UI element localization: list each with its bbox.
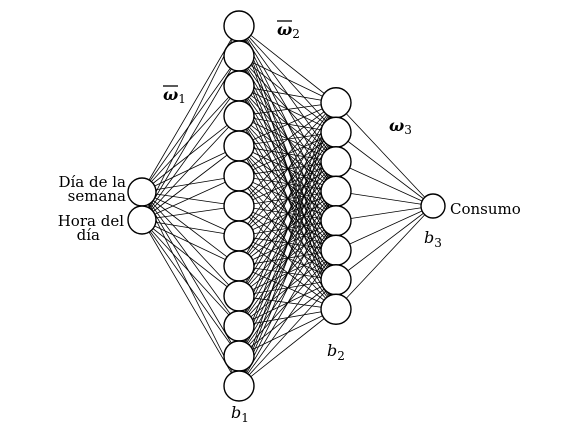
hidden2-node-1 xyxy=(320,87,352,119)
hidden1-node-3 xyxy=(223,70,255,102)
hidden1-node-13 xyxy=(223,370,255,402)
connection-l2-5-0 xyxy=(238,102,337,177)
connection-l1-1-5 xyxy=(141,175,240,221)
input-node-2 xyxy=(127,205,157,235)
connection-l3-4-0 xyxy=(335,205,434,222)
hidden1-node-6 xyxy=(223,160,255,192)
connection-l1-1-12 xyxy=(141,219,240,387)
bias-label-b1: b1 xyxy=(231,403,249,425)
hidden2-node-8 xyxy=(320,293,352,325)
hidden2-node-7 xyxy=(320,264,352,296)
connection-l1-0-11 xyxy=(141,191,240,357)
connection-l3-2-0 xyxy=(335,161,434,207)
connection-l1-0-5 xyxy=(141,175,240,193)
connection-l1-0-1 xyxy=(141,55,240,193)
svg-text:ω2: ω2 xyxy=(277,20,300,41)
connection-l3-0-0 xyxy=(335,102,434,207)
output-label: Consumo xyxy=(450,200,521,218)
connection-l2-4-0 xyxy=(238,102,337,147)
connection-l1-0-10 xyxy=(141,191,240,327)
svg-text:ω3: ω3 xyxy=(389,116,412,137)
connection-l1-1-2 xyxy=(141,85,240,221)
input-label-day-line2: semana xyxy=(68,187,126,205)
connection-l1-0-0 xyxy=(141,25,240,193)
hidden2-node-3 xyxy=(320,146,352,178)
connection-l2-9-0 xyxy=(238,102,337,297)
connection-l3-6-0 xyxy=(335,205,434,281)
svg-text:ω1: ω1 xyxy=(163,85,186,106)
hidden1-node-8 xyxy=(223,220,255,252)
connection-l3-1-0 xyxy=(335,131,434,207)
connection-l1-0-4 xyxy=(141,145,240,193)
connection-l1-1-1 xyxy=(141,55,240,221)
connection-l1-0-9 xyxy=(141,191,240,297)
hidden2-node-4 xyxy=(320,175,352,207)
weight-label-w3: ω3 xyxy=(389,116,412,137)
bias-label-b3: b3 xyxy=(424,228,442,250)
hidden1-node-12 xyxy=(223,340,255,372)
connection-l1-0-7 xyxy=(141,191,240,237)
connection-l2-1-0 xyxy=(238,55,337,104)
connection-l2-10-0 xyxy=(238,102,337,327)
connection-l1-1-9 xyxy=(141,219,240,297)
connection-l1-0-3 xyxy=(141,115,240,193)
input-node-1 xyxy=(127,177,157,207)
input-label-hour-line1: Hora del xyxy=(58,212,124,230)
input-label-hour-line2: día xyxy=(77,226,100,244)
connection-l1-1-8 xyxy=(141,219,240,267)
hidden1-node-5 xyxy=(223,130,255,162)
weight-label-w2: ω2 xyxy=(277,20,300,41)
hidden1-node-1 xyxy=(223,10,255,42)
hidden1-node-4 xyxy=(223,100,255,132)
connection-l1-1-3 xyxy=(141,115,240,221)
connection-l2-12-2 xyxy=(238,161,337,387)
connection-l1-1-10 xyxy=(141,219,240,327)
connection-l1-1-0 xyxy=(141,25,240,221)
hidden2-node-5 xyxy=(320,205,352,237)
connection-l2-12-0 xyxy=(238,102,337,387)
connection-l2-12-4 xyxy=(238,220,337,387)
hidden1-node-2 xyxy=(223,40,255,72)
hidden1-node-11 xyxy=(223,310,255,342)
connection-l1-1-7 xyxy=(141,219,240,237)
connection-l2-3-0 xyxy=(238,102,337,117)
hidden2-node-6 xyxy=(320,234,352,266)
connections xyxy=(141,25,434,387)
connection-l2-12-6 xyxy=(238,279,337,387)
connection-l1-1-4 xyxy=(141,145,240,221)
connection-l2-6-0 xyxy=(238,102,337,207)
connection-l1-0-8 xyxy=(141,191,240,267)
weight-label-w1: ω1 xyxy=(163,85,186,106)
hidden1-node-7 xyxy=(223,190,255,222)
connection-l2-12-1 xyxy=(238,132,337,387)
bias-label-b2: b2 xyxy=(327,341,345,363)
connection-l3-3-0 xyxy=(335,190,434,207)
connection-l2-11-0 xyxy=(238,102,337,357)
connection-l1-1-6 xyxy=(141,205,240,221)
output-node-1 xyxy=(420,193,446,219)
connection-l2-0-0 xyxy=(238,25,337,104)
connection-l2-8-0 xyxy=(238,102,337,267)
connection-l3-7-0 xyxy=(335,205,434,310)
hidden1-node-9 xyxy=(223,250,255,282)
connection-l1-0-2 xyxy=(141,85,240,193)
hidden2-node-2 xyxy=(320,116,352,148)
connection-l2-12-7 xyxy=(238,308,337,387)
connection-l1-0-6 xyxy=(141,191,240,207)
nodes xyxy=(127,10,446,402)
connection-l3-5-0 xyxy=(335,205,434,251)
connection-l1-1-11 xyxy=(141,219,240,357)
connection-l2-12-3 xyxy=(238,191,337,387)
input-label-day-line1: Día de la xyxy=(58,173,126,191)
connection-l2-2-0 xyxy=(238,85,337,104)
hidden1-node-10 xyxy=(223,280,255,312)
connection-l1-0-12 xyxy=(141,191,240,387)
connection-l2-12-5 xyxy=(238,250,337,387)
connection-l2-7-0 xyxy=(238,102,337,237)
